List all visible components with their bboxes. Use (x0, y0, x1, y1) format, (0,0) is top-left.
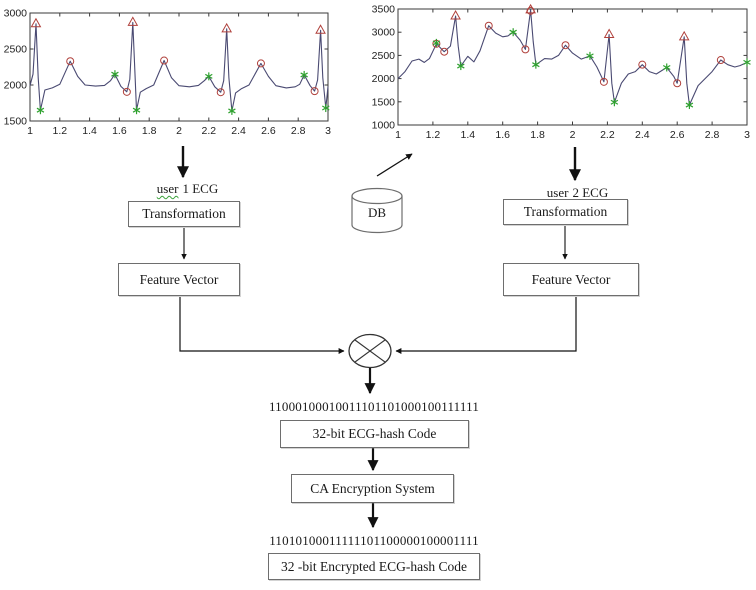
asterisk-marker-line (228, 108, 236, 114)
ca-encryption-box: CA Encryption System (291, 474, 454, 503)
encrypted-hash-box: 32 -bit Encrypted ECG-hash Code (268, 553, 480, 580)
user1-word: user (156, 181, 179, 196)
r-peak-triangle-marker (315, 24, 326, 34)
plot-frame (397, 8, 748, 126)
x-tick-label: 2.2 (600, 129, 615, 141)
fiducial-circle-marker (440, 47, 449, 56)
asterisk-marker-line (662, 64, 671, 70)
y-tick-label: 3500 (372, 4, 396, 16)
x-tick-label: 1.4 (82, 125, 97, 137)
r-peak-triangle-marker (127, 16, 139, 26)
ecg-waveform (397, 9, 748, 106)
x-tick-label: 1.8 (142, 125, 157, 137)
asterisk-marker-line (586, 53, 594, 59)
x-tick-label: 3 (744, 129, 750, 141)
x-tick-label: 2.4 (635, 129, 650, 141)
x-tick-label: 2.4 (231, 125, 246, 137)
asterisk-marker-line (132, 107, 141, 113)
asterisk-marker-line (205, 73, 213, 79)
arrow-fv2-to-xor (395, 297, 577, 354)
feature-vector-box-left: Feature Vector (118, 263, 240, 296)
arrow-fv1-to-xor (179, 297, 345, 354)
r-peak-triangle-marker (221, 22, 233, 33)
fiducial-circle-marker (310, 87, 319, 96)
xor-icon (348, 333, 392, 369)
fiducial-circle-marker (256, 59, 265, 68)
asterisk-marker-line (610, 99, 619, 105)
x-tick-label: 1.6 (495, 129, 510, 141)
asterisk-marker-line (457, 63, 465, 69)
y-tick-label: 3000 (372, 27, 396, 39)
hash-code-box: 32-bit ECG-hash Code (280, 420, 469, 448)
y-tick-label: 1500 (4, 116, 28, 128)
x-tick-label: 1 (395, 129, 401, 141)
fiducial-circle-marker (673, 79, 682, 88)
fiducial-circle-marker (484, 21, 493, 30)
y-tick-label: 2500 (4, 44, 28, 56)
fiducial-circle-marker (561, 41, 570, 50)
asterisk-marker-line (321, 105, 330, 111)
plot-frame (29, 12, 329, 122)
x-tick-label: 1.8 (530, 129, 545, 141)
db-label: DB (368, 205, 386, 220)
x-tick-label: 1.2 (52, 125, 67, 137)
user1-rest: 1 ECG (182, 181, 219, 196)
x-tick-label: 2 (176, 125, 182, 137)
x-tick-label: 1.6 (112, 125, 127, 137)
x-tick-label: 1.4 (460, 129, 475, 141)
asterisk-marker-line (300, 72, 308, 78)
xor-cross-1 (354, 339, 386, 363)
encrypted-binary-string: 11010100011111101100000100001111 (269, 533, 479, 548)
arrow-db-to-plot2 (376, 153, 413, 177)
y-tick-label: 1500 (372, 96, 396, 108)
fiducial-circle-marker (160, 56, 169, 65)
x-tick-label: 1 (27, 125, 33, 137)
x-tick-label: 2.8 (291, 125, 306, 137)
x-tick-label: 2.6 (261, 125, 276, 137)
fiducial-circle-marker (521, 45, 530, 54)
x-tick-label: 1.2 (426, 129, 441, 141)
database-icon: DB (351, 187, 403, 234)
r-peak-triangle-marker (450, 9, 461, 20)
r-peak-triangle-marker (30, 17, 42, 28)
asterisk-marker-line (509, 29, 517, 35)
xor-cross-2 (354, 339, 386, 363)
ecg-plot-user2: 1 1.2 1.4 1.6 1.8 2 2.2 2.4 2.6 2.8 3 1000 1500 2000 2… (372, 3, 751, 141)
asterisk-marker-line (111, 71, 119, 77)
r-peak-triangle-marker (603, 28, 615, 39)
x-tick-label: 2.8 (705, 129, 720, 141)
x-tick-label: 2.6 (670, 129, 685, 141)
fiducial-circle-marker (599, 77, 608, 86)
y-tick-label: 2500 (372, 50, 396, 62)
hash-binary-string: 11000100010011101101000100111111 (268, 399, 480, 414)
fiducial-circle-marker (716, 56, 725, 65)
transformation-box-left: Transformation (128, 201, 240, 227)
user2-rest: 2 ECG (572, 185, 609, 200)
fiducial-circle-marker (216, 88, 225, 97)
ecg-plot-user1: 1 1.2 1.4 1.6 1.8 2 2.2 2.4 2.6 2.8 3 1500 2000 2500 3… (4, 8, 331, 138)
x-tick-label: 3 (325, 125, 331, 137)
asterisk-marker-line (685, 102, 694, 108)
transformation-box-right: Transformation (503, 199, 628, 225)
asterisk-marker-line (36, 107, 45, 113)
x-tick-label: 2 (570, 129, 576, 141)
r-peak-triangle-marker (678, 30, 690, 41)
fiducial-circle-marker (122, 87, 131, 96)
fiducial-circle-marker (638, 60, 647, 69)
y-tick-label: 3000 (4, 8, 28, 20)
y-tick-label: 2000 (372, 73, 396, 85)
r-peak-triangle-marker (525, 3, 536, 14)
fiducial-circle-marker (66, 57, 75, 66)
ecg-waveform (29, 21, 329, 112)
y-tick-label: 1000 (372, 120, 396, 132)
asterisk-marker-line (532, 62, 540, 68)
asterisk-marker-line (743, 59, 751, 65)
x-tick-label: 2.2 (201, 125, 216, 137)
asterisk-marker-line (432, 40, 441, 46)
user2-word: user (546, 185, 569, 200)
feature-vector-box-right: Feature Vector (503, 263, 639, 296)
y-tick-label: 2000 (4, 80, 28, 92)
